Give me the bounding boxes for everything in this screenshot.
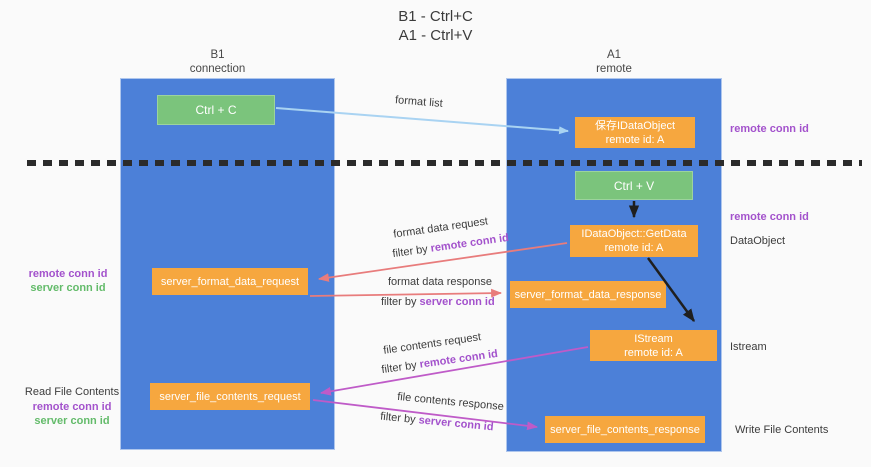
node-istream-line2: remote id: A [624,346,683,359]
lifeline-b1-name: B1 [210,49,225,61]
node-server-format-data-request: server_format_data_request [152,268,308,295]
annotation-remote-conn-id-mid: remote conn id [730,211,809,223]
annotation-istream: Istream [730,341,767,353]
edge-label-file-contents-response-filter: filter by server conn id [380,411,494,434]
filter-prefix: filter by [380,358,421,377]
node-format-request-label: server_format_data_request [160,275,300,288]
filter-key-server-conn-id: server conn id [419,296,495,308]
node-ctrl-c: Ctrl + C [157,95,275,125]
node-save-idataobject: 保存IDataObject remote id: A [575,117,695,148]
node-ctrl-c-label: Ctrl + C [195,103,237,117]
annotation-left-format-remote-conn-id: remote conn id [28,268,108,280]
filter-key-remote-conn-id: remote conn id [429,231,510,255]
node-ctrl-v-label: Ctrl + V [613,178,655,193]
filter-prefix: filter by [381,296,420,308]
annotation-left-file-server-conn-id: server conn id [34,414,110,427]
annotation-dataobject: DataObject [730,235,786,247]
annotation-read-file-contents: Read File Contents [24,386,120,398]
node-file-response-label: server_file_contents_response [550,423,700,436]
node-istream: IStream remote id: A [590,330,717,361]
title-line-2: A1 - Ctrl+V [398,27,473,44]
annotation-left-file-conn-ids: remote conn id server conn id [22,401,122,428]
node-file-request-label: server_file_contents_request [159,390,301,403]
annotation-left-file-remote-conn-id: remote conn id [32,401,112,413]
edge-label-file-contents-response: file contents response [396,390,505,414]
filter-key-remote-conn-id: remote conn id [418,347,499,371]
edge-label-format-data-response: format data response [388,276,492,288]
lifeline-b1-role: connection [189,63,246,75]
node-getdata-line2: remote id: A [604,242,664,254]
node-server-format-data-response: server_format_data_response [510,281,666,308]
title-line-1: B1 - Ctrl+C [398,8,473,25]
filter-prefix: filter by [379,410,420,427]
lifeline-a1-role: remote [596,63,632,75]
node-server-file-contents-response: server_file_contents_response [545,416,705,443]
node-save-idataobject-line1: 保存IDataObject [594,119,676,132]
node-server-file-contents-request: server_file_contents_request [150,383,310,410]
edge-label-format-list: format list [394,94,444,110]
lifeline-a1-name: A1 [606,49,622,61]
annotation-left-format-conn-ids: remote conn id server conn id [18,268,118,295]
node-istream-line1: IStream [634,332,673,345]
filter-key-server-conn-id: server conn id [418,414,495,434]
annotation-write-file-contents: Write File Contents [735,424,829,436]
node-save-idataobject-line2: remote id: A [605,133,665,146]
diagram-title: B1 - Ctrl+C A1 - Ctrl+V [0,7,871,45]
edge-label-format-data-response-filter: filter by server conn id [381,296,495,308]
lifeline-header-a1: A1 remote [506,48,722,76]
annotation-remote-conn-id-top: remote conn id [730,123,809,135]
node-ctrl-v: Ctrl + V [575,171,693,200]
node-idataobject-getdata: IDataObject::GetData remote id: A [570,225,698,257]
node-format-response-label: server_format_data_response [514,288,662,301]
dashed-separator [27,160,862,166]
node-getdata-line1: IDataObject::GetData [581,228,687,240]
lifeline-header-b1: B1 connection [110,48,325,76]
filter-prefix: filter by [391,242,432,261]
annotation-left-format-server-conn-id: server conn id [30,281,106,294]
